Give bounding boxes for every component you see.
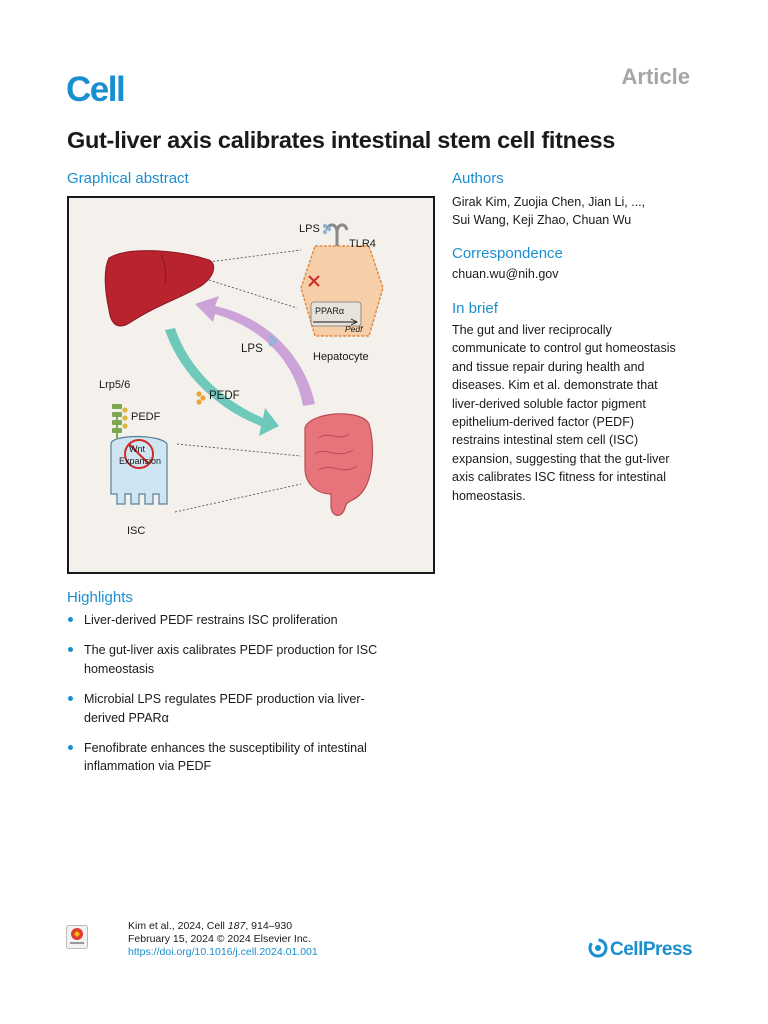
liver-illustration	[104, 250, 215, 327]
inhibit-circle-icon	[124, 439, 154, 469]
authors-line-1: Girak Kim, Zuojia Chen, Jian Li, ...,	[452, 195, 646, 209]
in-brief-line: homeostasis.	[452, 488, 526, 503]
lrp-label: Lrp5/6	[99, 379, 130, 391]
expansion-label: Expansion	[119, 456, 161, 466]
highlights-list: Liver-derived PEDF restrains ISC prolife…	[67, 611, 407, 788]
lps-molecule-icon	[268, 335, 278, 347]
cellpress-icon	[588, 938, 608, 958]
pedf-gene-label: Pedf	[345, 324, 364, 334]
citation-line: Kim et al., 2024, Cell 187, 914–930	[128, 920, 293, 932]
graphical-abstract-figure: LPS PEDF PPARα Pedf LPS TLR4 Hepatocyte	[99, 223, 384, 537]
bullet-icon	[68, 696, 73, 702]
in-brief-line: axis calibrates ISC fitness for intestin…	[452, 470, 666, 485]
date-line: February 15, 2024 © 2024 Elsevier Inc.	[128, 933, 311, 945]
bullet-icon	[68, 647, 73, 653]
lrp-receptor-icon	[112, 404, 122, 433]
in-brief-line: communicate to control gut homeostasis	[452, 341, 676, 356]
lps-arrow	[195, 296, 315, 406]
lps-top-label: LPS	[299, 223, 320, 235]
doi-link[interactable]: https://doi.org/10.1016/j.cell.2024.01.0…	[128, 946, 318, 958]
in-brief-line: epithelium-derived factor (PEDF)	[452, 415, 635, 430]
in-brief-text: The gut and liver reciprocally communica…	[452, 321, 712, 505]
isc-label: ISC	[127, 525, 145, 537]
citation-block: Kim et al., 2024, Cell 187, 914–930 Febr…	[128, 920, 318, 959]
bullet-icon	[68, 745, 73, 751]
article-type: Article	[621, 64, 690, 89]
in-brief-line: The gut and liver reciprocally	[452, 323, 612, 337]
in-brief-line: expansion, suggesting that the gut-liver	[452, 451, 670, 466]
in-brief-line: and tissue repair during health and	[452, 359, 645, 374]
authors-heading: Authors	[452, 170, 504, 187]
highlight-item: Liver-derived PEDF restrains ISC prolife…	[67, 611, 407, 629]
wnt-label: Wnt	[129, 444, 146, 454]
correspondence-email[interactable]: chuan.wu@nih.gov	[452, 267, 559, 281]
cellpress-logo: CellPress	[588, 938, 693, 961]
intestine-illustration	[304, 413, 374, 516]
pedf-receptor-label: PEDF	[131, 411, 161, 423]
blocked-x-icon	[308, 275, 320, 287]
ppar-label: PPARα	[315, 306, 344, 316]
graphical-abstract: LPS PEDF PPARα Pedf LPS TLR4 Hepatocyte	[67, 196, 435, 574]
volume: 187	[227, 920, 246, 932]
hepatocyte-label: Hepatocyte	[313, 351, 369, 363]
bullet-icon	[68, 617, 73, 622]
highlights-heading: Highlights	[67, 589, 133, 606]
tlr4-label: TLR4	[349, 238, 376, 250]
pedf-arrow-label: PEDF	[209, 390, 240, 402]
pedf-bound-icon	[122, 407, 128, 429]
correspondence-heading: Correspondence	[452, 245, 563, 262]
crossmark-icon[interactable]	[66, 925, 88, 949]
lps-arrow-label: LPS	[241, 343, 263, 355]
in-brief-line: liver-derived soluble factor pigment	[452, 396, 646, 411]
in-brief-line: diseases. Kim et al. demonstrate that	[452, 378, 658, 393]
in-brief-heading: In brief	[452, 300, 498, 317]
pedf-arrow	[165, 328, 279, 436]
graphical-abstract-heading: Graphical abstract	[67, 170, 189, 187]
authors-list: Girak Kim, Zuojia Chen, Jian Li, ..., Su…	[452, 193, 645, 230]
highlight-item: Microbial LPS regulates PEDF production …	[67, 690, 407, 727]
authors-line-2: Sui Wang, Keji Zhao, Chuan Wu	[452, 213, 632, 228]
pedf-molecule-icon	[196, 391, 206, 405]
in-brief-line: restrains intestinal stem cell (ISC)	[452, 433, 639, 448]
journal-logo: Cell	[66, 70, 126, 109]
article-title: Gut-liver axis calibrates intestinal ste…	[67, 127, 616, 153]
nucleus	[310, 301, 362, 327]
highlight-item: The gut-liver axis calibrates PEDF produ…	[67, 641, 407, 678]
highlight-item: Fenofibrate enhances the susceptibility …	[67, 739, 407, 776]
lps-molecule-top-icon	[322, 223, 332, 235]
